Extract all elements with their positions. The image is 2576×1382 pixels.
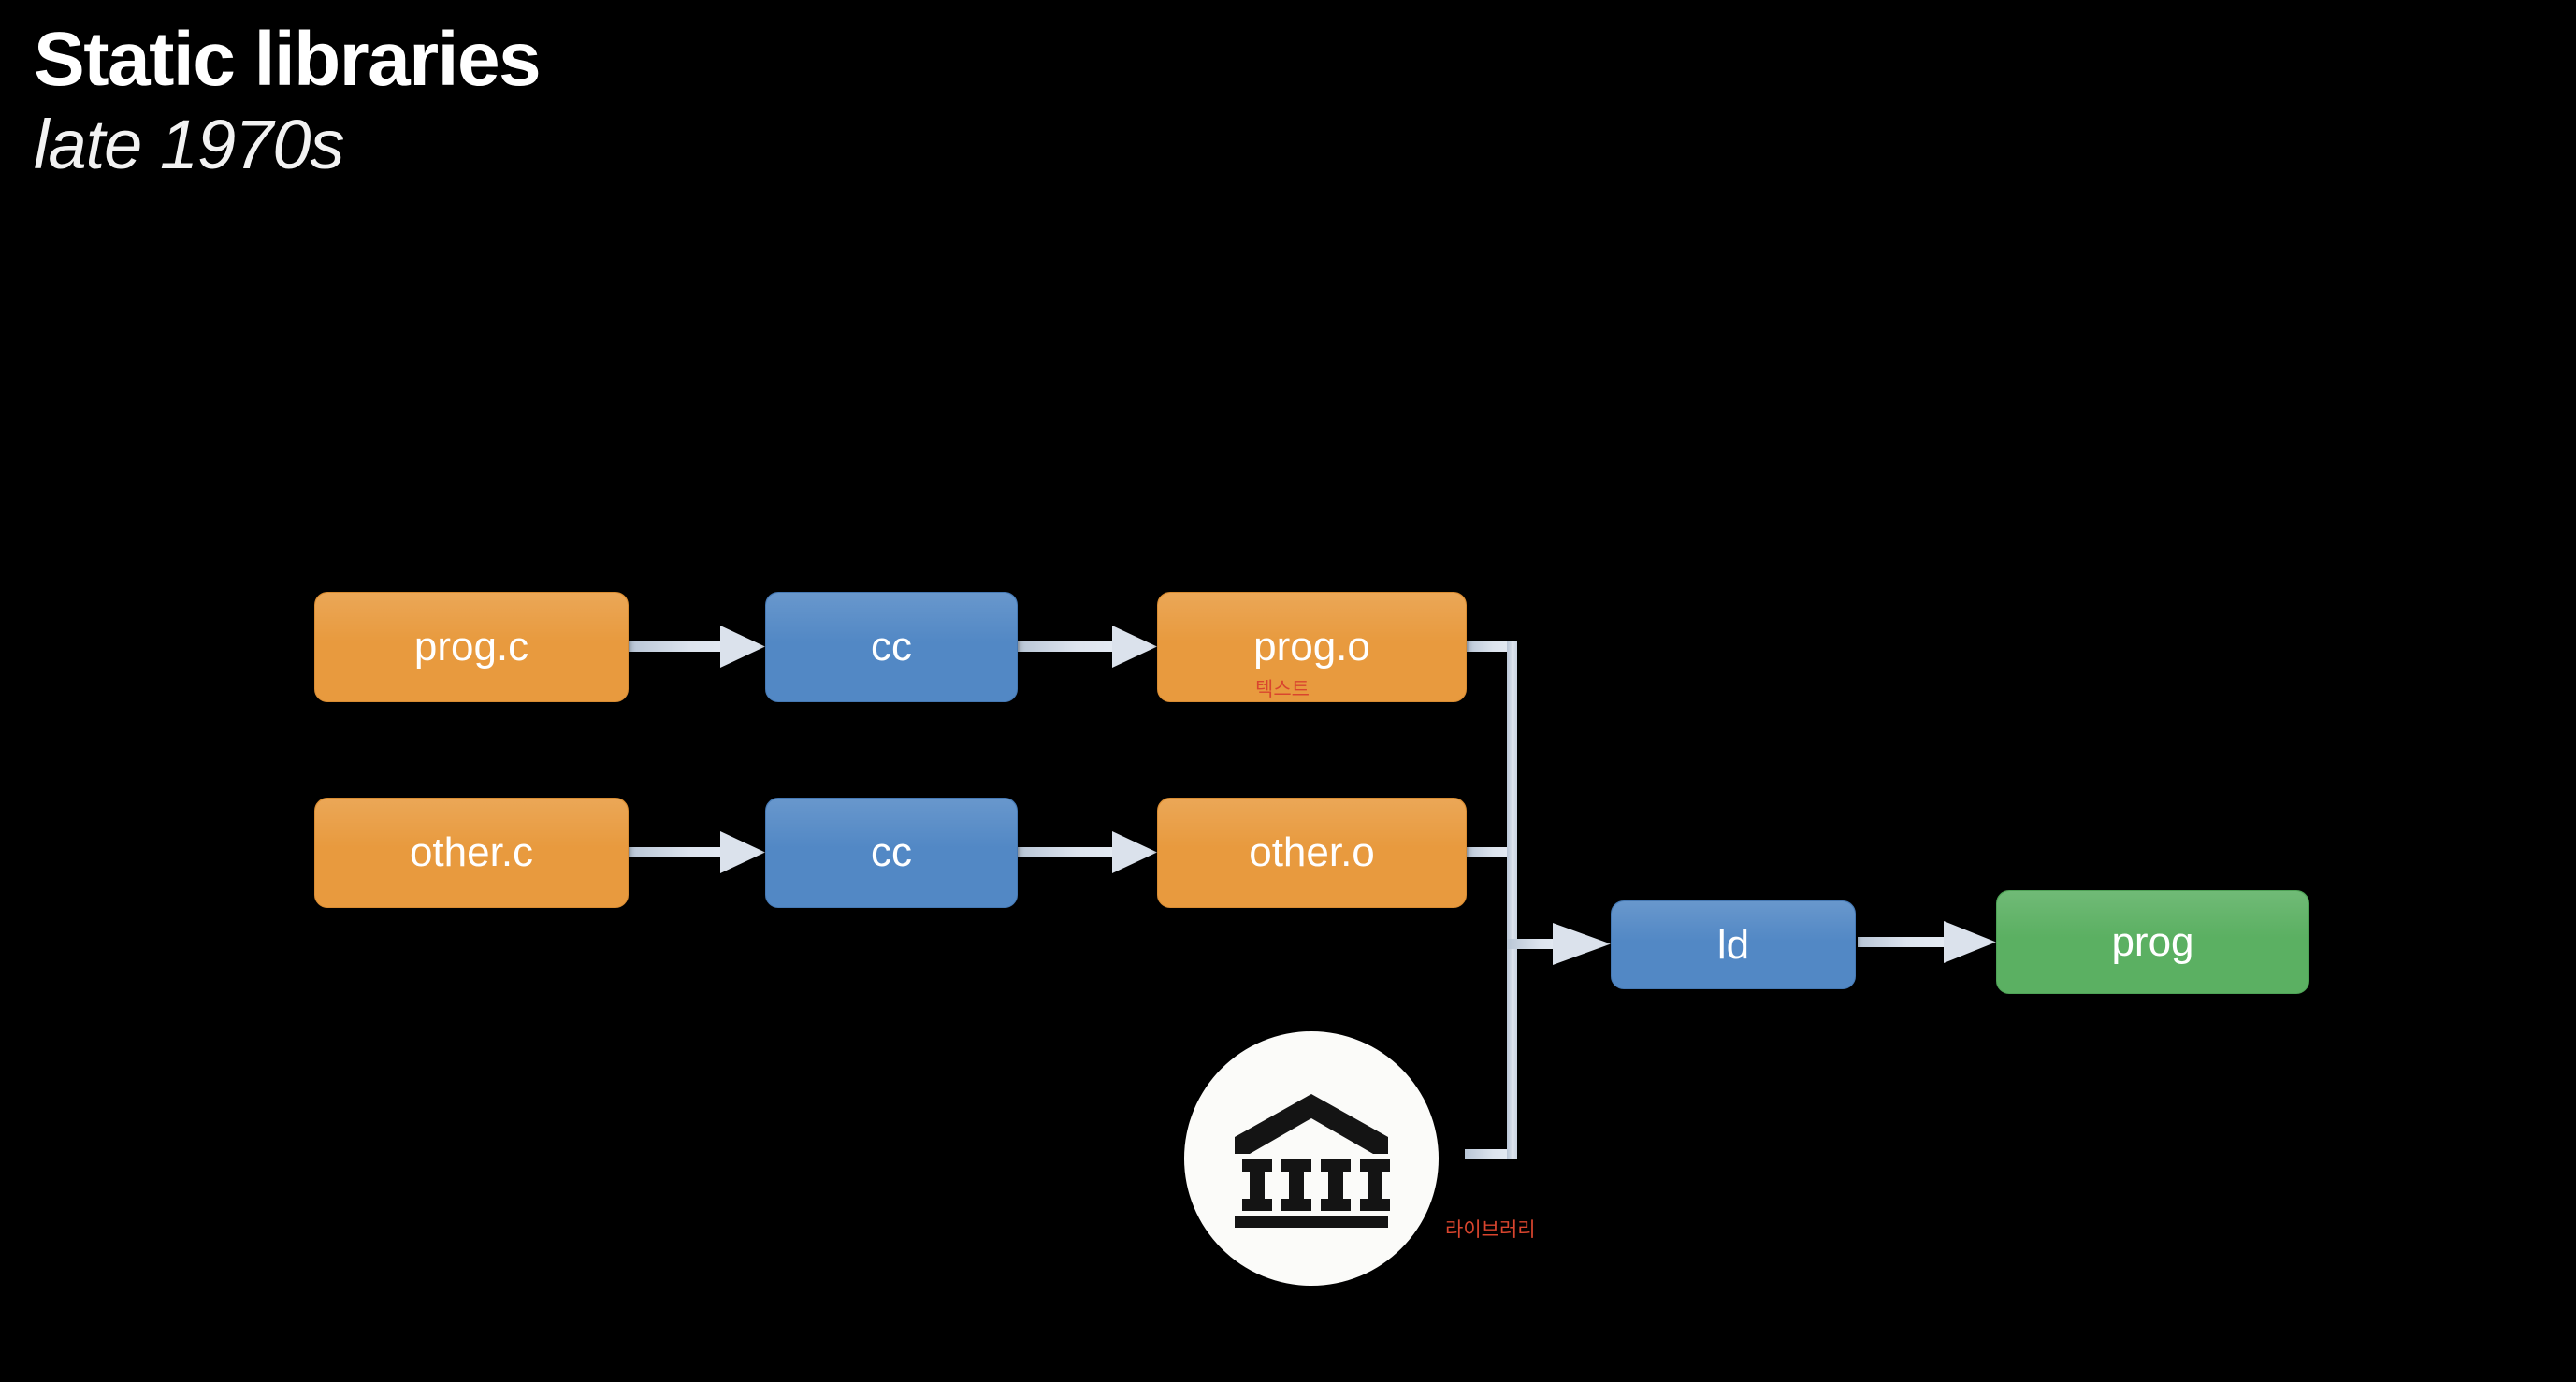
library-icon-circle[interactable] <box>1184 1031 1439 1286</box>
edge-merge-to-ld <box>1465 641 1611 1159</box>
edge-cc-to-progo <box>1018 626 1157 668</box>
node-ld-label: ld <box>1716 921 1750 968</box>
node-cc-1[interactable]: cc <box>765 592 1018 702</box>
node-prog-c-label: prog.c <box>413 624 529 669</box>
node-other-c-label: other.c <box>409 829 534 875</box>
page-title: Static libraries <box>34 17 542 102</box>
annotation-library-label: 라이브러리 <box>1445 1219 1536 1241</box>
node-prog-c[interactable]: prog.c <box>314 592 629 702</box>
annotation-prog-o-text: 텍스트 <box>1255 679 1310 700</box>
node-prog-o-label: prog.o <box>1253 624 1370 669</box>
node-cc-2-label: cc <box>871 829 912 875</box>
node-prog-label: prog <box>2111 918 2194 965</box>
node-cc-1-label: cc <box>871 624 912 669</box>
edge-cc-to-othero <box>1018 831 1157 873</box>
node-ld[interactable]: ld <box>1611 900 1856 989</box>
title-block: Static libraries late 1970s <box>34 21 1156 180</box>
node-prog[interactable]: prog <box>1996 890 2309 994</box>
node-cc-2[interactable]: cc <box>765 798 1018 908</box>
edge-progc-to-cc <box>629 626 765 668</box>
classical-building-icon <box>1233 1088 1390 1229</box>
edge-ld-to-prog <box>1858 921 1996 963</box>
edge-otherc-to-cc <box>629 831 765 873</box>
node-prog-o[interactable]: prog.o <box>1157 592 1467 702</box>
node-other-c[interactable]: other.c <box>314 798 629 908</box>
node-other-o-label: other.o <box>1249 829 1375 875</box>
node-other-o[interactable]: other.o <box>1157 798 1467 908</box>
page-subtitle: late 1970s <box>34 105 345 183</box>
